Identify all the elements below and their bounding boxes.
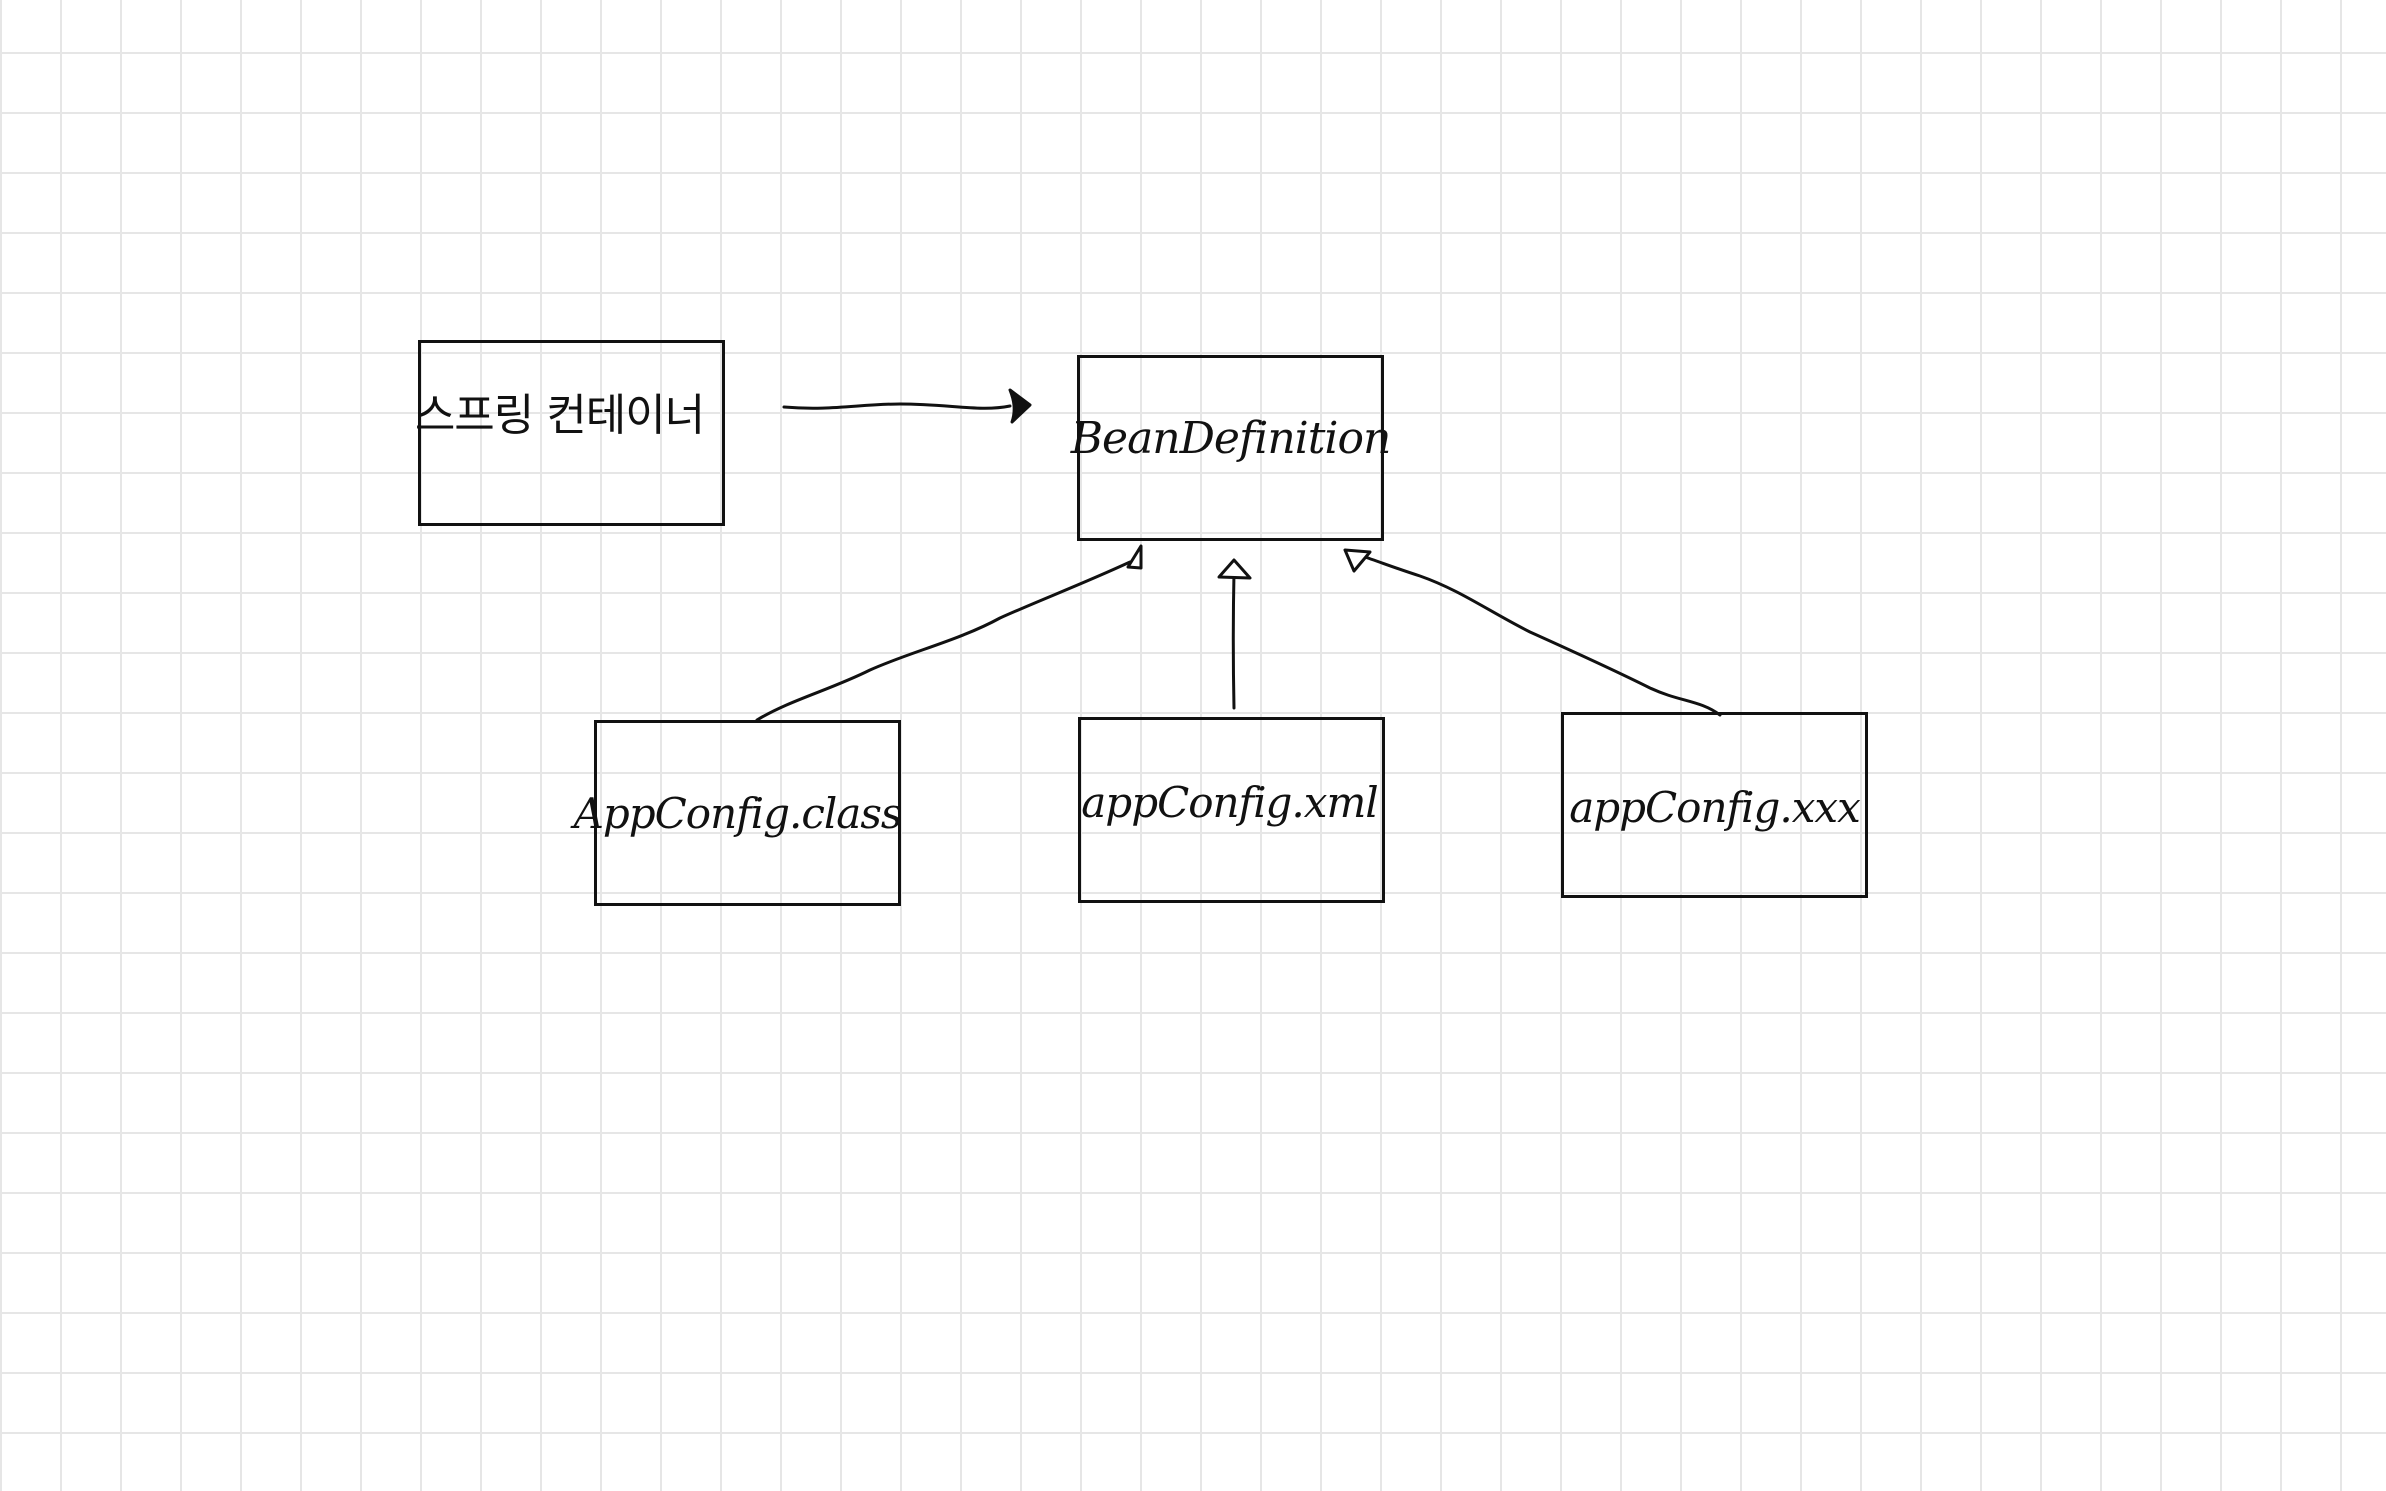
edge-xxx-to-bean <box>1343 548 1722 717</box>
hollow-triangle-icon <box>1343 548 1372 573</box>
bean-definition-label: BeanDefinition <box>1070 412 1392 464</box>
hollow-triangle-icon <box>1126 544 1143 570</box>
spring-container-box: 스프링 컨테이너 <box>414 340 725 526</box>
spring-container-label: 스프링 컨테이너 <box>414 390 705 441</box>
edge-spring-to-bean <box>782 388 1032 424</box>
bean-definition-box: BeanDefinition <box>1071 355 1391 541</box>
app-config-xml-box: appConfig.xml <box>1078 717 1385 903</box>
filled-arrowhead-icon <box>1008 388 1032 424</box>
app-config-class-label: AppConfig.class <box>573 788 903 838</box>
app-config-xxx-label: appConfig.xxx <box>1569 782 1861 832</box>
hollow-triangle-icon <box>1217 558 1252 580</box>
app-config-xxx-box: appConfig.xxx <box>1561 712 1868 898</box>
app-config-xml-label: appConfig.xml <box>1081 777 1378 827</box>
edge-xml-to-bean <box>1217 558 1252 710</box>
edge-class-to-bean <box>755 544 1143 722</box>
app-config-class-box: AppConfig.class <box>574 720 902 906</box>
